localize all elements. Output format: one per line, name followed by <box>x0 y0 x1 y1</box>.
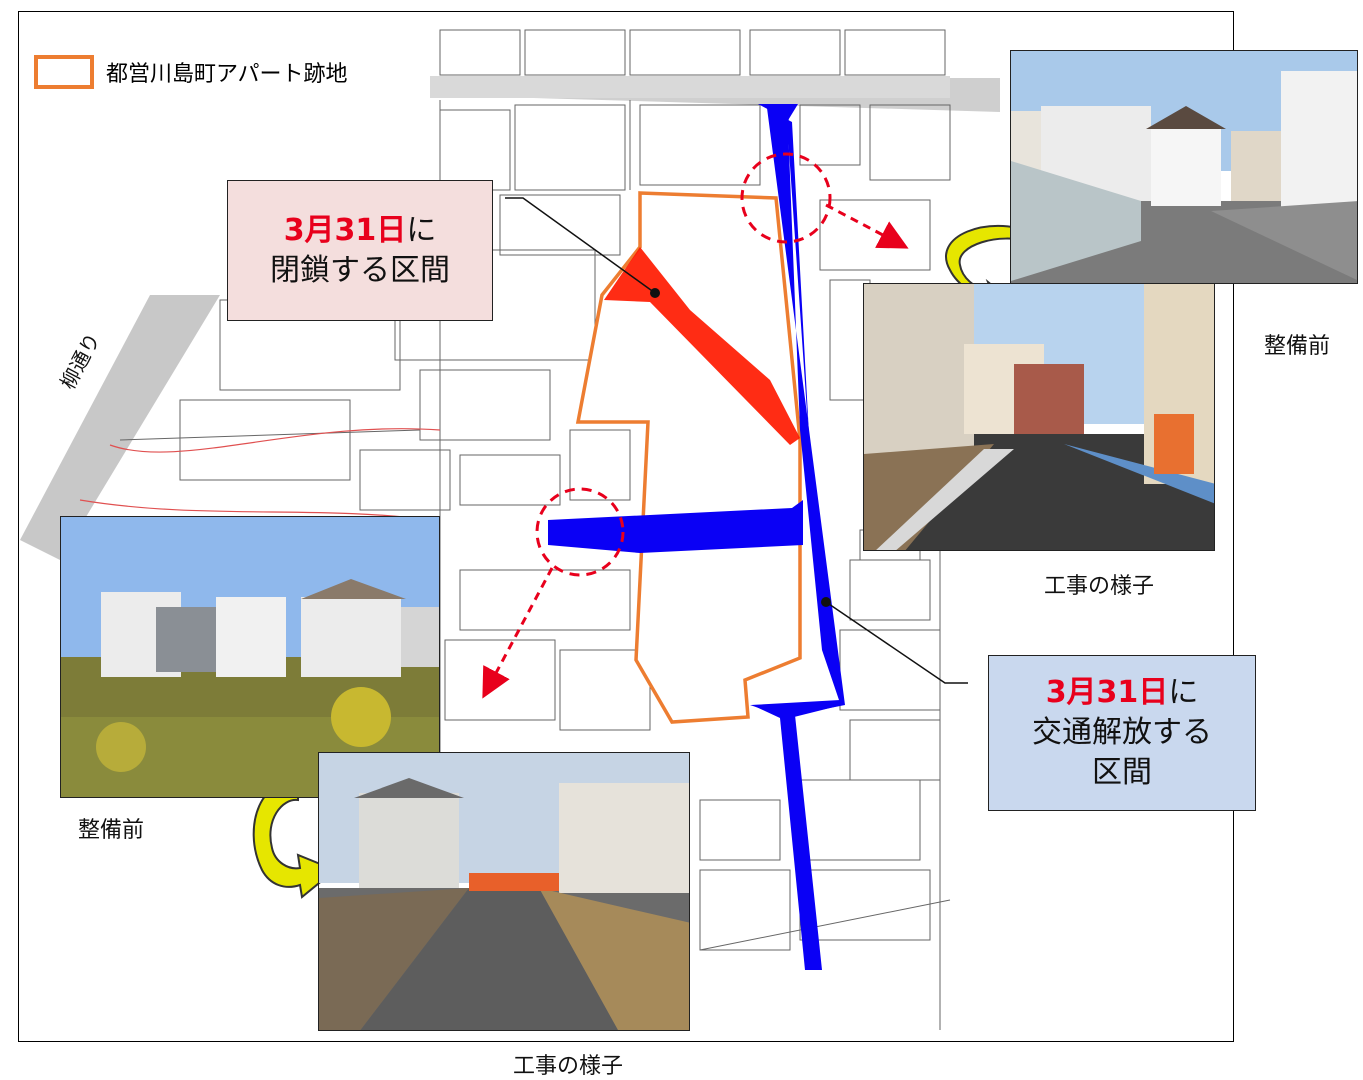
caption-left-before: 整備前 <box>78 818 145 843</box>
callout-opened-line2: 交通解放する <box>1032 715 1212 750</box>
legend: 都営川島町アパート跡地 <box>34 55 348 89</box>
legend-label: 都営川島町アパート跡地 <box>106 62 348 87</box>
view-arrow-top <box>825 203 909 249</box>
figure-frame <box>18 11 1234 1042</box>
leader-opened <box>825 601 968 684</box>
callout-closed-suffix: に <box>406 212 437 248</box>
street-yanagi <box>20 295 220 560</box>
photo-right-work <box>863 283 1215 551</box>
leader-closed <box>505 197 656 294</box>
caption-right-before: 整備前 <box>1264 334 1331 359</box>
yellow-arrow-left <box>252 784 337 899</box>
focus-circle-top <box>740 152 832 244</box>
photo-right-before <box>1010 50 1358 284</box>
utility-lines <box>79 428 441 521</box>
callout-opened-date: 3月31日 <box>1045 675 1169 710</box>
view-arrow-left <box>482 567 554 699</box>
callout-opened-suffix: に <box>1168 675 1199 710</box>
caption-left-work: 工事の様子 <box>513 1054 624 1079</box>
photo-left-work <box>318 752 690 1031</box>
callout-closed-text: 閉鎖する区間 <box>270 252 450 288</box>
callout-opened-line3: 区間 <box>1092 755 1152 790</box>
focus-circle-left <box>535 487 625 577</box>
caption-right-work: 工事の様子 <box>1044 574 1155 599</box>
opened-route-cross <box>548 500 803 553</box>
callout-opened-section: 3月31日に 交通解放する 区間 <box>988 655 1256 811</box>
callout-closed-date: 3月31日 <box>283 212 407 248</box>
callout-closed-section: 3月31日に 閉鎖する区間 <box>227 180 493 321</box>
opened-route-main-fill <box>750 108 845 970</box>
apartment-site-outline <box>575 191 802 724</box>
photo-left-before <box>60 516 440 798</box>
legend-swatch <box>34 55 94 89</box>
main-road-top-body <box>430 76 950 98</box>
